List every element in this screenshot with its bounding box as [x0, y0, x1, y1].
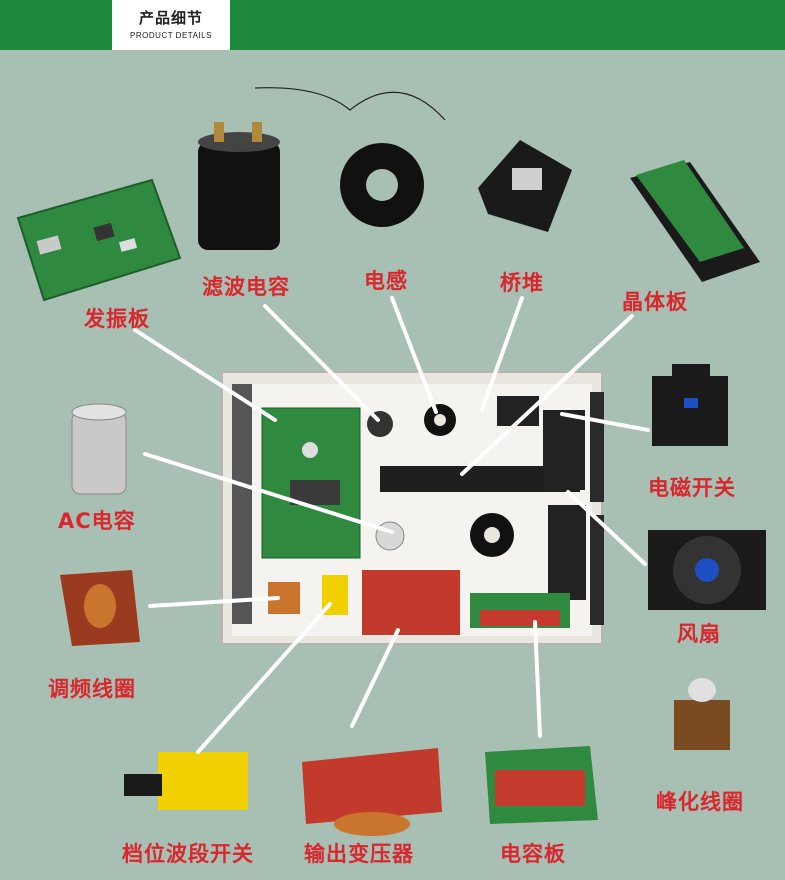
label-transistor-board: 晶体板 [622, 290, 688, 314]
callout-lines [133, 296, 650, 754]
peak-coil-image [674, 678, 730, 750]
label-capacitor-board: 电容板 [500, 842, 566, 866]
oscillator-board-image [16, 178, 182, 302]
inductor-image [254, 87, 446, 227]
label-contactor: 电磁开关 [648, 476, 736, 500]
section-title-en: PRODUCT DETAILS [130, 31, 212, 40]
contactor-image [652, 364, 728, 446]
label-peak-coil: 峰化线圈 [656, 790, 744, 814]
section-title-cn: 产品细节 [138, 9, 203, 27]
label-bridge-rectifier: 桥堆 [500, 271, 544, 295]
label-oscillator-board: 发振板 [84, 307, 150, 331]
section-title: 产品细节 PRODUCT DETAILS [112, 0, 230, 50]
capacitor-board-image [485, 746, 598, 824]
label-filter-capacitor: 滤波电容 [202, 275, 290, 299]
tuning-coil-image [60, 570, 140, 646]
output-transformer-image [302, 748, 442, 836]
ac-capacitor-image [71, 403, 127, 495]
filter-capacitor-image [198, 122, 280, 250]
label-tuning-coil: 调频线圈 [48, 677, 136, 701]
label-fan: 风扇 [677, 622, 721, 646]
band-switch-image [124, 752, 248, 810]
label-inductor: 电感 [364, 269, 408, 293]
label-output-transformer: 输出变压器 [304, 842, 414, 866]
transistor-board-image [630, 160, 760, 282]
label-ac-capacitor: AC电容 [58, 509, 136, 533]
label-band-switch: 档位波段开关 [122, 842, 254, 866]
fan-image [648, 530, 766, 610]
main-cabinet [221, 371, 604, 645]
bridge-rectifier-image [478, 140, 572, 232]
